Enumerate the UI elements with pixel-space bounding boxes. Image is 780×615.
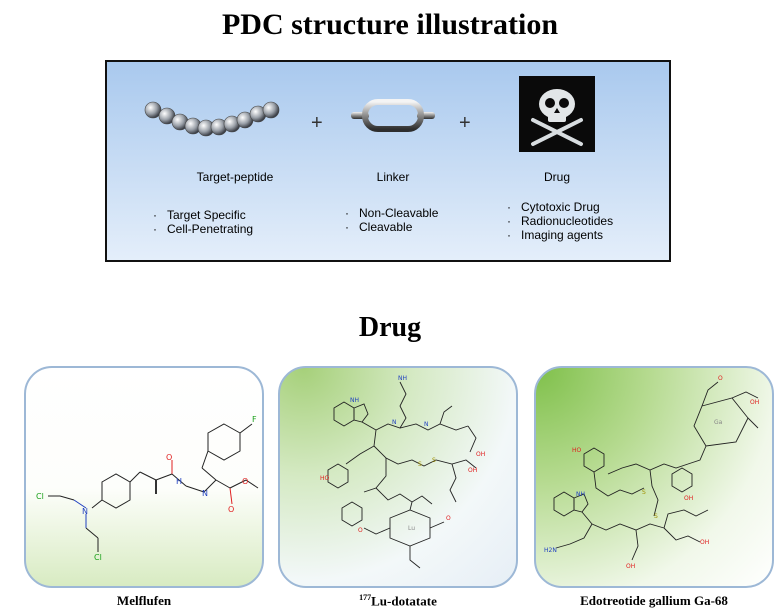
svg-text:N: N — [82, 507, 88, 516]
svg-text:Lu: Lu — [408, 525, 415, 532]
svg-text:HO: HO — [320, 475, 330, 482]
svg-text:OH: OH — [468, 467, 477, 474]
pdc-structure-box: + + Target-peptide Linker Drug ·Target S… — [105, 60, 671, 262]
svg-text:S: S — [432, 457, 436, 464]
svg-text:Ga: Ga — [714, 419, 723, 426]
svg-text:O: O — [228, 505, 234, 514]
bullet-item: ·Target Specific — [153, 208, 246, 222]
bullet-item: ·Cleavable — [345, 220, 413, 234]
plus-sign: + — [459, 112, 471, 134]
lu-dotatate-structure-image: NH NH OH HO S S OH O O Lu N N — [320, 375, 485, 569]
skull-crossbones-icon — [519, 76, 595, 152]
bullet-item: ·Imaging agents — [507, 228, 604, 242]
melflufen-structure-image: F H O N O O N Cl Cl — [36, 415, 259, 562]
svg-text:O: O — [358, 527, 363, 534]
bullet-item: ·Cytotoxic Drug — [507, 200, 600, 214]
svg-text:OH: OH — [626, 563, 635, 570]
svg-text:OH: OH — [700, 539, 709, 546]
linker-bullets: ·Non-Cleavable ·Cleavable — [343, 206, 438, 234]
svg-text:F: F — [252, 415, 257, 424]
svg-text:OH: OH — [684, 495, 693, 502]
svg-text:NH: NH — [398, 375, 407, 382]
target-peptide-bullets: ·Target Specific ·Cell-Penetrating — [151, 208, 253, 236]
melflufen-structure-card: F H O N O O N Cl Cl — [24, 366, 264, 588]
drug-bullets: ·Cytotoxic Drug ·Radionucleotides ·Imagi… — [505, 200, 613, 242]
edotreotide-caption: Edotreotide gallium Ga-68 — [580, 593, 728, 608]
plus-sign: + — [311, 112, 323, 134]
svg-text:N: N — [202, 489, 208, 498]
bullet-item: ·Cell-Penetrating — [153, 222, 254, 236]
bullet-item: ·Radionucleotides — [507, 214, 614, 228]
svg-text:NH: NH — [350, 397, 359, 404]
lu-dotatate-caption: 177Lu-dotatate — [359, 593, 437, 609]
svg-text:Cl: Cl — [94, 553, 102, 562]
svg-text:S: S — [654, 513, 658, 520]
drug-section-title: Drug — [358, 312, 422, 343]
svg-text:S: S — [418, 461, 422, 468]
page-title: PDC structure illustration — [221, 8, 559, 41]
svg-text:OH: OH — [750, 399, 759, 406]
lu-dotatate-structure-card: NH NH OH HO S S OH O O Lu N N — [278, 366, 518, 588]
svg-text:O: O — [166, 453, 172, 462]
peptide-chain-icon — [144, 101, 280, 137]
bullet-item: ·Non-Cleavable — [345, 206, 439, 220]
melflufen-caption: Melflufen — [116, 593, 172, 608]
target-peptide-label: Target-peptide — [196, 170, 274, 184]
linker-chain-icon — [351, 99, 435, 132]
svg-text:H: H — [176, 477, 182, 486]
linker-label: Linker — [376, 170, 410, 184]
svg-text:NH: NH — [576, 491, 585, 498]
svg-text:H2N: H2N — [544, 547, 557, 554]
svg-text:N: N — [424, 421, 429, 428]
svg-text:Cl: Cl — [36, 492, 44, 501]
edotreotide-structure-card: Ga HO OH O S S H2N OH OH OH NH — [534, 366, 774, 588]
drug-label: Drug — [543, 170, 570, 184]
svg-text:O: O — [446, 515, 451, 522]
svg-text:O: O — [718, 375, 723, 382]
svg-text:N: N — [392, 419, 397, 426]
svg-text:O: O — [242, 477, 248, 486]
svg-text:OH: OH — [476, 451, 485, 458]
edotreotide-structure-image: Ga HO OH O S S H2N OH OH OH NH — [544, 375, 759, 570]
svg-text:HO: HO — [572, 447, 582, 454]
svg-text:S: S — [642, 489, 646, 496]
